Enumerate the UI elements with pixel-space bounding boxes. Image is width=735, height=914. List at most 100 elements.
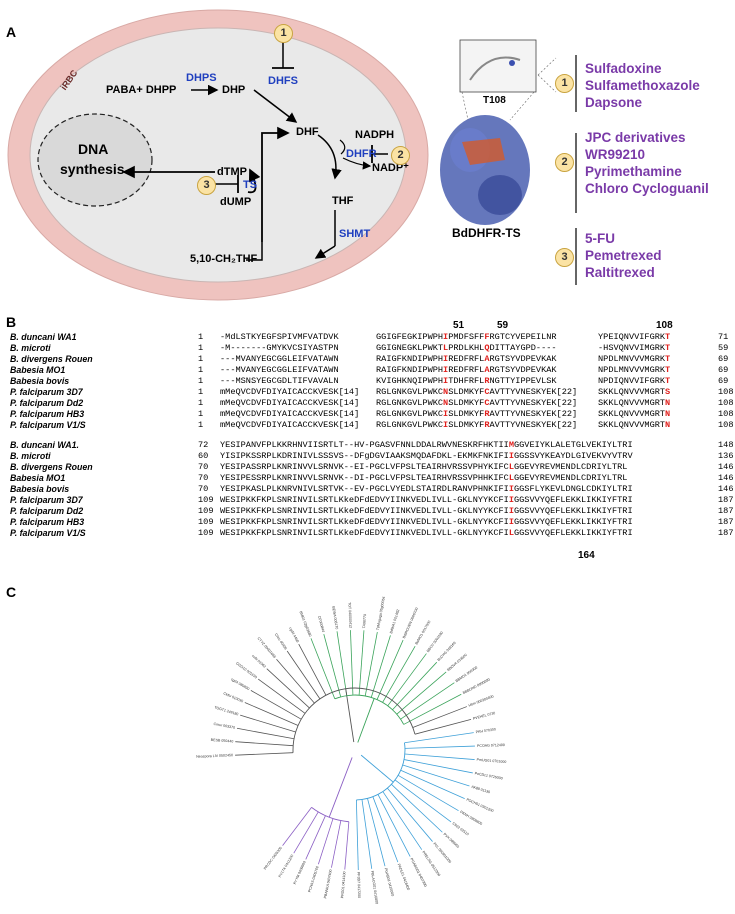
tree-leaf-label: BMR1 02g03680 — [299, 611, 313, 638]
tree-branch — [404, 745, 475, 749]
tree-branch — [317, 818, 334, 865]
drug-name: Chloro Cycloguanil — [585, 181, 709, 196]
sequence-segment: YESIPASSRPLKNRINVVLSRNVK--EI-PGCLVFPSLTE… — [220, 462, 627, 473]
start-position: 70 — [198, 484, 209, 494]
start-position: 1 — [198, 398, 204, 408]
tree-branch — [323, 634, 342, 697]
sequence-segment: SKKLQNVVVMGRT — [598, 420, 666, 430]
mutation-59: A — [484, 354, 490, 364]
sequence-segment: GGSFLYKEVLDNGLCDKIYLTRI — [513, 484, 633, 494]
sequence-segment: WESIPKKFKPLSNRINVILSRTLKkeDFdEDVYIINKVED… — [220, 528, 633, 539]
end-position: 108 — [718, 398, 734, 408]
tree-branch — [355, 799, 359, 870]
sequence-segment: NPDLMNVVVMGRKT — [598, 354, 670, 365]
drug-name: JPC derivatives — [585, 130, 686, 145]
sequence-segment: NPDLMNVVVMGRK — [598, 365, 666, 375]
tree-leaf-label: CTYZ 00001665 — [256, 636, 276, 659]
tree-leaf-label: AK88 01130 — [471, 785, 491, 795]
tree-leaf-label: BEWA 008170 — [331, 606, 338, 630]
dhfs-label: DHFS — [268, 75, 298, 87]
species-name: B. microti — [10, 343, 51, 353]
start-position: 60 — [198, 451, 209, 461]
protein-structure — [440, 39, 537, 225]
sequence-segment: WESIPKKFKPLSNRINVILSRTLKkeDFdEDVYIINKVED… — [220, 517, 509, 527]
tree-branch — [372, 796, 399, 863]
start-position: 109 — [198, 506, 214, 516]
mutation-59: F — [484, 332, 490, 342]
end-position: 146 — [718, 462, 734, 472]
tree-branch — [370, 635, 391, 698]
sequence-segment: NPDIQNVVIFGRK — [598, 376, 666, 386]
sequence-segment: AVTTYVNESKYEK[22] — [489, 409, 578, 419]
tree-branch — [235, 741, 294, 747]
start-position: 1 — [198, 420, 204, 430]
sequence-segment: YESIPKASLPLKNRVNIVLSRTVK--EV-PGCLVYEDLST… — [220, 484, 509, 494]
sequence-segment: SKKLQNVVVMGRT — [598, 409, 666, 419]
mutation-108: N — [665, 398, 671, 408]
tree-leaf-label: PVEHEL 0730 — [472, 711, 495, 721]
tree-branch — [361, 799, 373, 869]
tree-leaf-label: PKNH 0909800 — [459, 810, 483, 826]
end-position: 108 — [718, 409, 734, 419]
tree-leaf-label: PGABG01 0407300 — [409, 857, 427, 887]
sequence-segment: GGEVYREVMENDLCDRIYLTRL — [513, 473, 628, 483]
tree-leaf-label: CMU 010030 — [223, 691, 244, 703]
end-position: 69 — [718, 376, 729, 386]
start-position: 1 — [198, 332, 204, 342]
tree-branch — [394, 779, 452, 823]
tree-branch — [403, 693, 462, 725]
sequence-segment: YESIPESSRPLKNRINVVLSRNVK--DI-PGCLVFPSLTE… — [220, 473, 627, 484]
inhibitor-class-3-marker: 3 — [197, 176, 216, 195]
species-name: P. falciparum Dd2 — [10, 506, 84, 516]
tree-leaf-label: PRG01 0414100 — [340, 871, 346, 898]
mutation-59: R — [484, 420, 490, 430]
nadp-label: NADP⁺ — [372, 162, 409, 174]
tree-leaf-label: TOT 040000412 — [347, 602, 352, 628]
sequence-segment: YISIPKSSRPLKDRINIVLSSSVS--DFgDGVIAAKSMQD… — [220, 451, 633, 462]
inhibitor-class-2-marker: 2 — [391, 146, 410, 165]
mutation-164: I — [508, 451, 514, 461]
tree-branch — [404, 732, 474, 744]
sequence-segment: SLDMKYF — [448, 398, 485, 408]
tree-branch — [298, 643, 327, 696]
sequence-segment: RGTSYVDPEVKAK — [489, 354, 557, 364]
tree-leaf-label: PVX 089950 — [442, 832, 459, 849]
tree-branch — [404, 753, 475, 760]
tree-clade-arc — [292, 687, 416, 753]
position-108-label: 108 — [656, 320, 673, 331]
mutation-108: T — [665, 376, 671, 386]
tree-branch — [282, 807, 312, 846]
tree-leaf-label: CGO10 001630 — [235, 661, 258, 679]
sequence-segment: RGLGNKGVLPWKC — [376, 387, 444, 397]
tree-branch — [305, 815, 326, 860]
mutation-59: C — [484, 387, 490, 397]
end-position: 146 — [718, 484, 734, 494]
mutation-108: T — [665, 354, 671, 364]
sequence-segment: SKKLQNVVVMGRTN — [598, 420, 670, 431]
panel-c-label: C — [6, 584, 17, 600]
pathway-diagram — [7, 9, 577, 301]
mutation-164: M — [508, 440, 514, 450]
sequence-segment: RGLGNKGVLPWKC — [376, 398, 444, 408]
tree-leaf-label: PGAB01 0410000 — [384, 868, 395, 897]
sequence-segment: RAIGFKNDIPWPHIREDFRFLARGTSYVDPEVKAK — [376, 365, 557, 376]
species-name: P. falciparum 3D7 — [10, 495, 83, 505]
tree-leaf-label: BdWA1 001482 — [389, 609, 400, 634]
drug-group-2-marker: 2 — [555, 153, 574, 172]
end-position: 69 — [718, 365, 729, 375]
tree-branch — [236, 727, 295, 740]
paba-label: PABA+ DHPP — [106, 84, 177, 96]
drug-name: Sulfamethoxazole — [585, 78, 700, 93]
species-name: B. microti — [10, 451, 51, 461]
species-name: Babesia bovis — [10, 484, 70, 494]
position-51-label: 51 — [453, 320, 465, 331]
shmt-label: SHMT — [339, 228, 371, 240]
sequence-segment: -M-------GMYKVCSIYASTPN — [220, 343, 339, 353]
tree-branch — [350, 630, 354, 696]
tree-branch — [382, 645, 416, 703]
sequence-segment: WESIPKKFKPLSNRINVILSRTLKkeDFdEDVYIINKVED… — [220, 506, 633, 517]
tree-leaf-label: cubi 01062 — [251, 654, 267, 669]
sequence-segment: RGLGNKGVLPWKCNSLDMKYFCAVTTYVNESKYEK[22] — [376, 387, 577, 398]
drug-name: Pemetrexed — [585, 248, 662, 263]
dhp-label: DHP — [222, 84, 246, 96]
